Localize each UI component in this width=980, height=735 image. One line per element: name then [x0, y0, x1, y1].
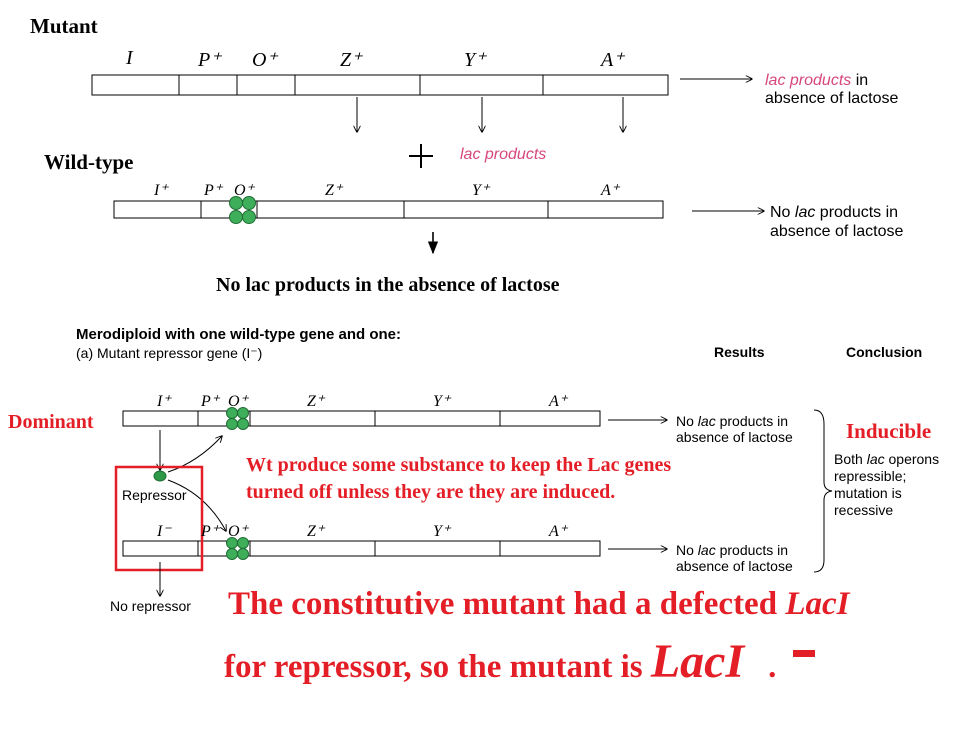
final-line1-a: The constitutive mutant had a defected	[228, 586, 786, 622]
merodiploid-upper-operator-icon	[226, 407, 249, 430]
lower-gene-Y: Y⁺	[433, 523, 451, 540]
lower-result-line2: absence of lactose	[676, 558, 793, 574]
upper-gene-P: P⁺	[201, 393, 220, 410]
upper-result-text: No lac products in absence of lactose	[676, 413, 793, 445]
wt-result-line2: absence of lactose	[770, 223, 904, 240]
merodiploid-lower-operator-icon	[226, 537, 249, 560]
wt-gene-Z: Z⁺	[325, 182, 343, 199]
final-line2-lacI: LacI	[650, 635, 745, 688]
lower-gene-A: A⁺	[549, 523, 568, 540]
conclusion-line1-lac: lac	[866, 451, 885, 467]
conclusion-line1-a: Both	[834, 451, 867, 467]
upper-gene-I: I⁺	[157, 393, 171, 410]
wt-result-no: No	[770, 204, 795, 221]
no-repressor-label: No repressor	[110, 598, 191, 614]
mutant-product-arrows	[357, 97, 623, 132]
mutant-gene-P: P⁺	[198, 49, 221, 71]
note-line1: Wt produce some substance to keep the La…	[246, 454, 672, 476]
wt-result-lac: lac	[794, 204, 816, 221]
lacI-minus-dash	[793, 650, 815, 657]
mutant-result-in: in	[851, 72, 869, 89]
lower-result-lac: lac	[697, 542, 716, 558]
final-line2-period: .	[768, 649, 777, 685]
lower-result-no: No	[676, 542, 698, 558]
mutant-gene-I: I	[126, 47, 133, 69]
wt-gene-I: I⁺	[154, 182, 168, 199]
conclusion-line2: repressible;	[834, 468, 907, 484]
mutant-label: Mutant	[30, 14, 98, 38]
plus-sign-icon	[409, 144, 433, 168]
final-statement-line2: for repressor, so the mutant is LacI.	[224, 638, 777, 686]
repressor-protein-icon	[153, 470, 167, 482]
merodiploid-lower-bar	[122, 540, 601, 557]
conclusion-column-header: Conclusion	[846, 344, 923, 360]
wildtype-operon-bar	[113, 200, 664, 219]
conclusion-line4: recessive	[834, 502, 894, 518]
upper-result-line2: absence of lactose	[676, 429, 793, 445]
upper-gene-O: O⁺	[228, 393, 248, 410]
dominant-label: Dominant	[8, 411, 94, 433]
no-lac-caption: No lac products in the absence of lactos…	[216, 274, 560, 296]
mutant-operon-bar	[91, 74, 669, 96]
lower-gene-I: I⁻	[157, 523, 171, 540]
wildtype-result-text: No lac products in absence of lactose	[770, 203, 903, 241]
mutant-result-text: lac products in absence of lactose	[765, 72, 898, 108]
wildtype-label: Wild-type	[44, 150, 134, 174]
mutant-gene-Y: Y⁺	[464, 49, 486, 71]
upper-gene-Z: Z⁺	[307, 393, 325, 410]
repressor-to-upper-operator-arrow	[167, 436, 222, 473]
final-statement-line1: The constitutive mutant had a defected L…	[228, 586, 849, 623]
final-line1-b: LacI	[785, 586, 850, 622]
results-column-header: Results	[714, 344, 765, 360]
inducible-label: Inducible	[846, 419, 932, 443]
wt-gene-P: P⁺	[204, 182, 223, 199]
mutant-gene-A: A⁺	[601, 49, 624, 71]
merodiploid-heading: Merodiploid with one wild-type gene and …	[76, 326, 401, 343]
lac-products-label: lac products	[460, 146, 547, 163]
conclusion-line1-b: operons	[884, 451, 940, 467]
wt-gene-Y: Y⁺	[472, 182, 490, 199]
mutant-gene-Z: Z⁺	[340, 49, 362, 71]
final-line2-a: for repressor, so the mutant is	[224, 649, 651, 685]
wt-result-rest: products in	[815, 204, 899, 221]
lower-result-rest: products in	[715, 542, 789, 558]
mutant-result-lac: lac products	[765, 72, 852, 89]
lower-gene-O: O⁺	[228, 523, 248, 540]
results-brace	[813, 409, 833, 573]
conclusion-text: Both lac operons repressible; mutation i…	[834, 451, 939, 519]
wt-substance-note: Wt produce some substance to keep the La…	[246, 452, 671, 506]
repressor-label: Repressor	[122, 487, 187, 503]
mutant-result-line2: absence of lactose	[765, 90, 899, 107]
merodiploid-subheading: (a) Mutant repressor gene (I⁻)	[76, 345, 263, 361]
red-highlight-box	[114, 465, 204, 572]
lower-gene-P: P⁺	[201, 523, 220, 540]
merodiploid-upper-bar	[122, 410, 601, 427]
wildtype-operator-repressor-icon	[229, 196, 256, 224]
lower-gene-Z: Z⁺	[307, 523, 325, 540]
upper-result-lac: lac	[697, 413, 716, 429]
wt-gene-O: O⁺	[234, 182, 254, 199]
lower-result-text: No lac products in absence of lactose	[676, 542, 793, 574]
note-line2: turned off unless they are they are indu…	[246, 481, 616, 503]
mutant-gene-O: O⁺	[252, 49, 277, 71]
conclusion-line3: mutation is	[834, 485, 902, 501]
upper-result-no: No	[676, 413, 698, 429]
wt-gene-A: A⁺	[601, 182, 620, 199]
upper-gene-Y: Y⁺	[433, 393, 451, 410]
upper-result-rest: products in	[715, 413, 789, 429]
upper-gene-A: A⁺	[549, 393, 568, 410]
